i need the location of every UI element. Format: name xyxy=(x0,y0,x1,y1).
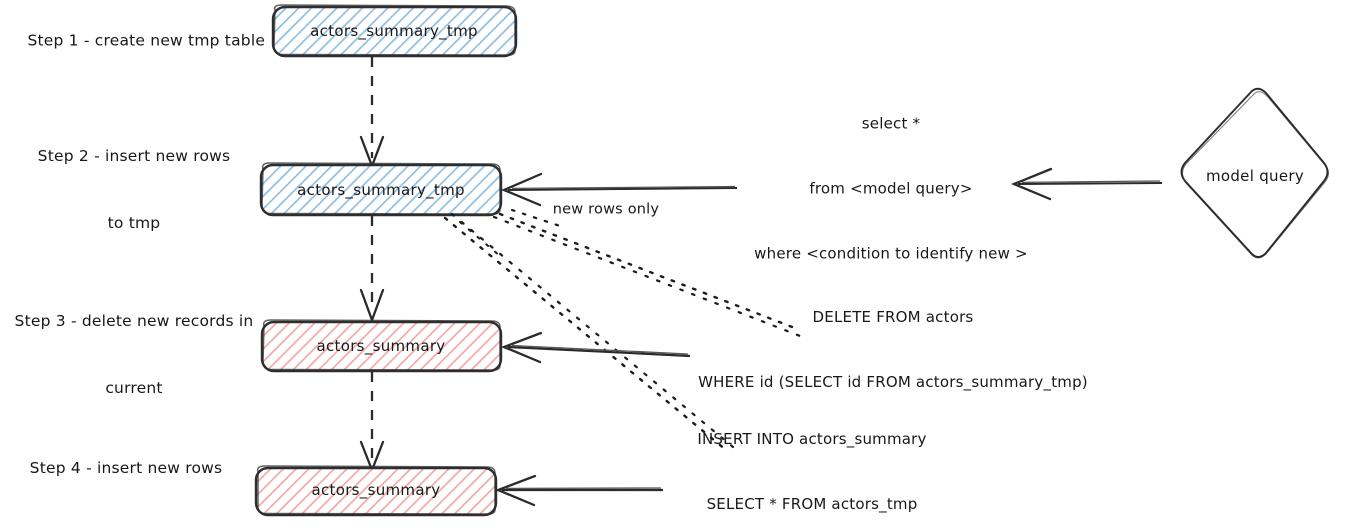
step-label-3: Step 3 - delete new records in current xyxy=(0,265,279,445)
sql-delete-line-1: DELETE FROM actors xyxy=(812,307,974,326)
node-tmp-1-label: actors_summary_tmp xyxy=(310,22,478,41)
node-tmp-1-shape[interactable] xyxy=(271,4,518,58)
step-2-line-1: Step 2 - insert new rows xyxy=(37,147,231,166)
node-model-query-label: model query xyxy=(1205,167,1305,186)
edge-model-query-to-sql xyxy=(1010,167,1163,201)
sql-model-query-line-1: select * xyxy=(861,113,921,132)
flow-arrow-step3-to-step4 xyxy=(359,372,385,474)
sql-insert-line-2: SELECT * FROM actors_tmp xyxy=(706,494,918,513)
step-3-line-2: current xyxy=(105,379,163,398)
edge-delete-to-node3 xyxy=(500,331,691,364)
node-summary-1-shape[interactable] xyxy=(260,319,503,373)
node-summary-2-shape[interactable] xyxy=(254,465,498,517)
sql-delete-line-2: WHERE id (SELECT id FROM actors_summary_… xyxy=(698,372,1088,391)
edge-dotted-to-insert xyxy=(443,212,735,452)
node-tmp-2-label: actors_summary_tmp xyxy=(297,181,465,200)
edge-insert-to-node4 xyxy=(494,474,663,507)
flow-arrow-step1-to-step2 xyxy=(359,57,385,170)
edge-dotted-to-delete xyxy=(492,208,802,338)
step-label-2: Step 2 - insert new rows to tmp xyxy=(0,100,269,280)
sql-delete-statement: DELETE FROM actors WHERE id (SELECT id F… xyxy=(673,263,1113,437)
step-label-1: Step 1 - create new tmp table xyxy=(1,7,271,74)
edge-new-rows-only xyxy=(501,172,738,207)
sql-model-query: select * from <model query> where <condi… xyxy=(681,69,1101,308)
step-label-4: Step 4 - insert new rows into actors xyxy=(0,412,261,528)
step-2-line-2: to tmp xyxy=(107,214,161,233)
step-1-line-1: Step 1 - create new tmp table xyxy=(27,31,266,50)
sql-insert-statement: INSERT INTO actors_summary SELECT * FROM… xyxy=(647,385,977,528)
node-summary-1-label: actors_summary xyxy=(316,337,446,356)
step-4-line-2: into actors xyxy=(0,524,261,528)
step-3-line-1: Step 3 - delete new records in xyxy=(14,312,254,331)
sql-model-query-line-2: from <model query> xyxy=(809,179,973,198)
step-4-line-1: Step 4 - insert new rows xyxy=(29,459,223,478)
flow-arrow-step2-to-step3 xyxy=(359,216,385,324)
sql-model-query-line-3: where <condition to identify new > xyxy=(754,244,1028,263)
node-summary-2-label: actors_summary xyxy=(311,481,441,500)
sql-insert-line-1: INSERT INTO actors_summary xyxy=(697,429,927,448)
node-model-query-shape[interactable] xyxy=(1180,87,1330,259)
edge-label-new-rows-only: new rows only xyxy=(552,201,660,218)
node-tmp-2-shape[interactable] xyxy=(259,162,503,217)
